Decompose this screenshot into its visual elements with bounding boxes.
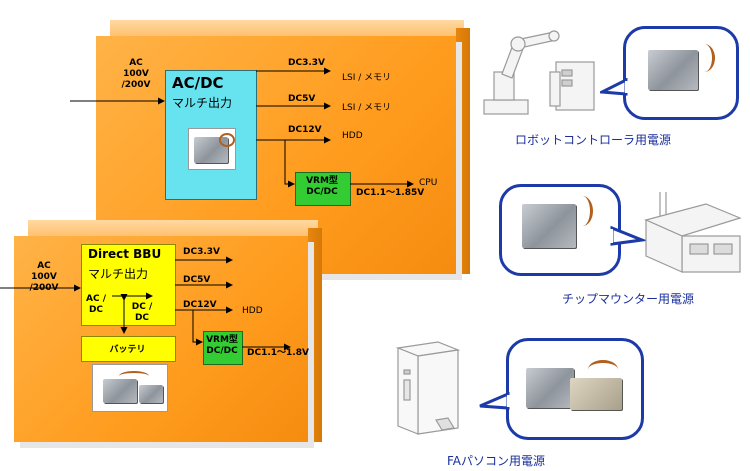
- acdc-block-title: AC/DC: [172, 74, 224, 92]
- fa-pc-bubble-tail: [479, 392, 510, 410]
- bottom-vrm-output: DC1.1～1.8V: [247, 348, 309, 358]
- bottom-rail-3-voltage: DC12V: [183, 300, 217, 310]
- bottom-rail-1-voltage: DC3.3V: [183, 247, 220, 257]
- fa-pc-caption: FAパソコン用電源: [447, 454, 546, 468]
- chip-mounter-caption: チップマウンター用電源: [562, 292, 695, 306]
- top-panel-top-face: [110, 20, 464, 36]
- top-input-label: AC 100V /200V: [121, 58, 151, 90]
- bottom-rail-2-voltage: DC5V: [183, 275, 211, 285]
- bottom-panel-top-face: [28, 220, 318, 236]
- top-rail-2-voltage: DC5V: [288, 94, 316, 104]
- chip-mounter-machine-drawing: [644, 192, 742, 273]
- bottom-rail-3-load: HDD: [242, 306, 263, 316]
- fa-pc-psu-cable: [588, 360, 618, 379]
- bottom-vrm-label: VRM型 DC/DC: [206, 335, 238, 356]
- chip-mounter-psu-photo: [522, 204, 576, 248]
- bbu-block: [81, 244, 176, 326]
- top-vrm-output: DC1.1～1.85V: [356, 188, 425, 198]
- top-panel-side-face: [456, 28, 470, 274]
- robot-bubble-tail: [600, 78, 629, 96]
- fa-pc-tower-drawing: [395, 341, 461, 435]
- acdc-psu-photo: [188, 128, 236, 170]
- top-rail-1-voltage: DC3.3V: [288, 58, 325, 68]
- top-vrm-label: VRM型 DC/DC: [306, 176, 338, 197]
- robot-caption: ロボットコントローラ用電源: [515, 133, 672, 147]
- fa-pc-psu-photo-main: [526, 368, 574, 408]
- chip-mounter-psu-cable: [572, 196, 593, 226]
- top-rail-3-load: HDD: [342, 131, 363, 141]
- top-vrm-block: [295, 172, 351, 206]
- bbu-block-title: Direct BBU: [88, 247, 162, 261]
- battery-label: バッテリ: [109, 345, 146, 355]
- top-rail-2-load: LSI / メモリ: [342, 103, 392, 113]
- bottom-vrm-block: [203, 331, 243, 365]
- bottom-panel-side-face: [308, 228, 322, 442]
- battery-block: [81, 336, 176, 362]
- robot-psu-photo: [648, 50, 698, 90]
- chip-mounter-bubble-tail: [610, 226, 646, 246]
- bbu-acdc-label: AC / DC: [86, 294, 106, 315]
- robot-psu-cable: [694, 44, 715, 72]
- bbu-dcdc-label: DC / DC: [131, 302, 153, 323]
- fa-pc-psu-photo-battery: [570, 378, 622, 410]
- top-rail-3-voltage: DC12V: [288, 125, 322, 135]
- robot-arm-drawing: [483, 30, 595, 115]
- bbu-psu-photo: [92, 364, 168, 412]
- top-rail-1-load: LSI / メモリ: [342, 73, 392, 83]
- acdc-block-subtitle: マルチ出力: [172, 96, 233, 110]
- bbu-block-subtitle: マルチ出力: [88, 267, 149, 281]
- top-vrm-load: CPU: [419, 178, 438, 188]
